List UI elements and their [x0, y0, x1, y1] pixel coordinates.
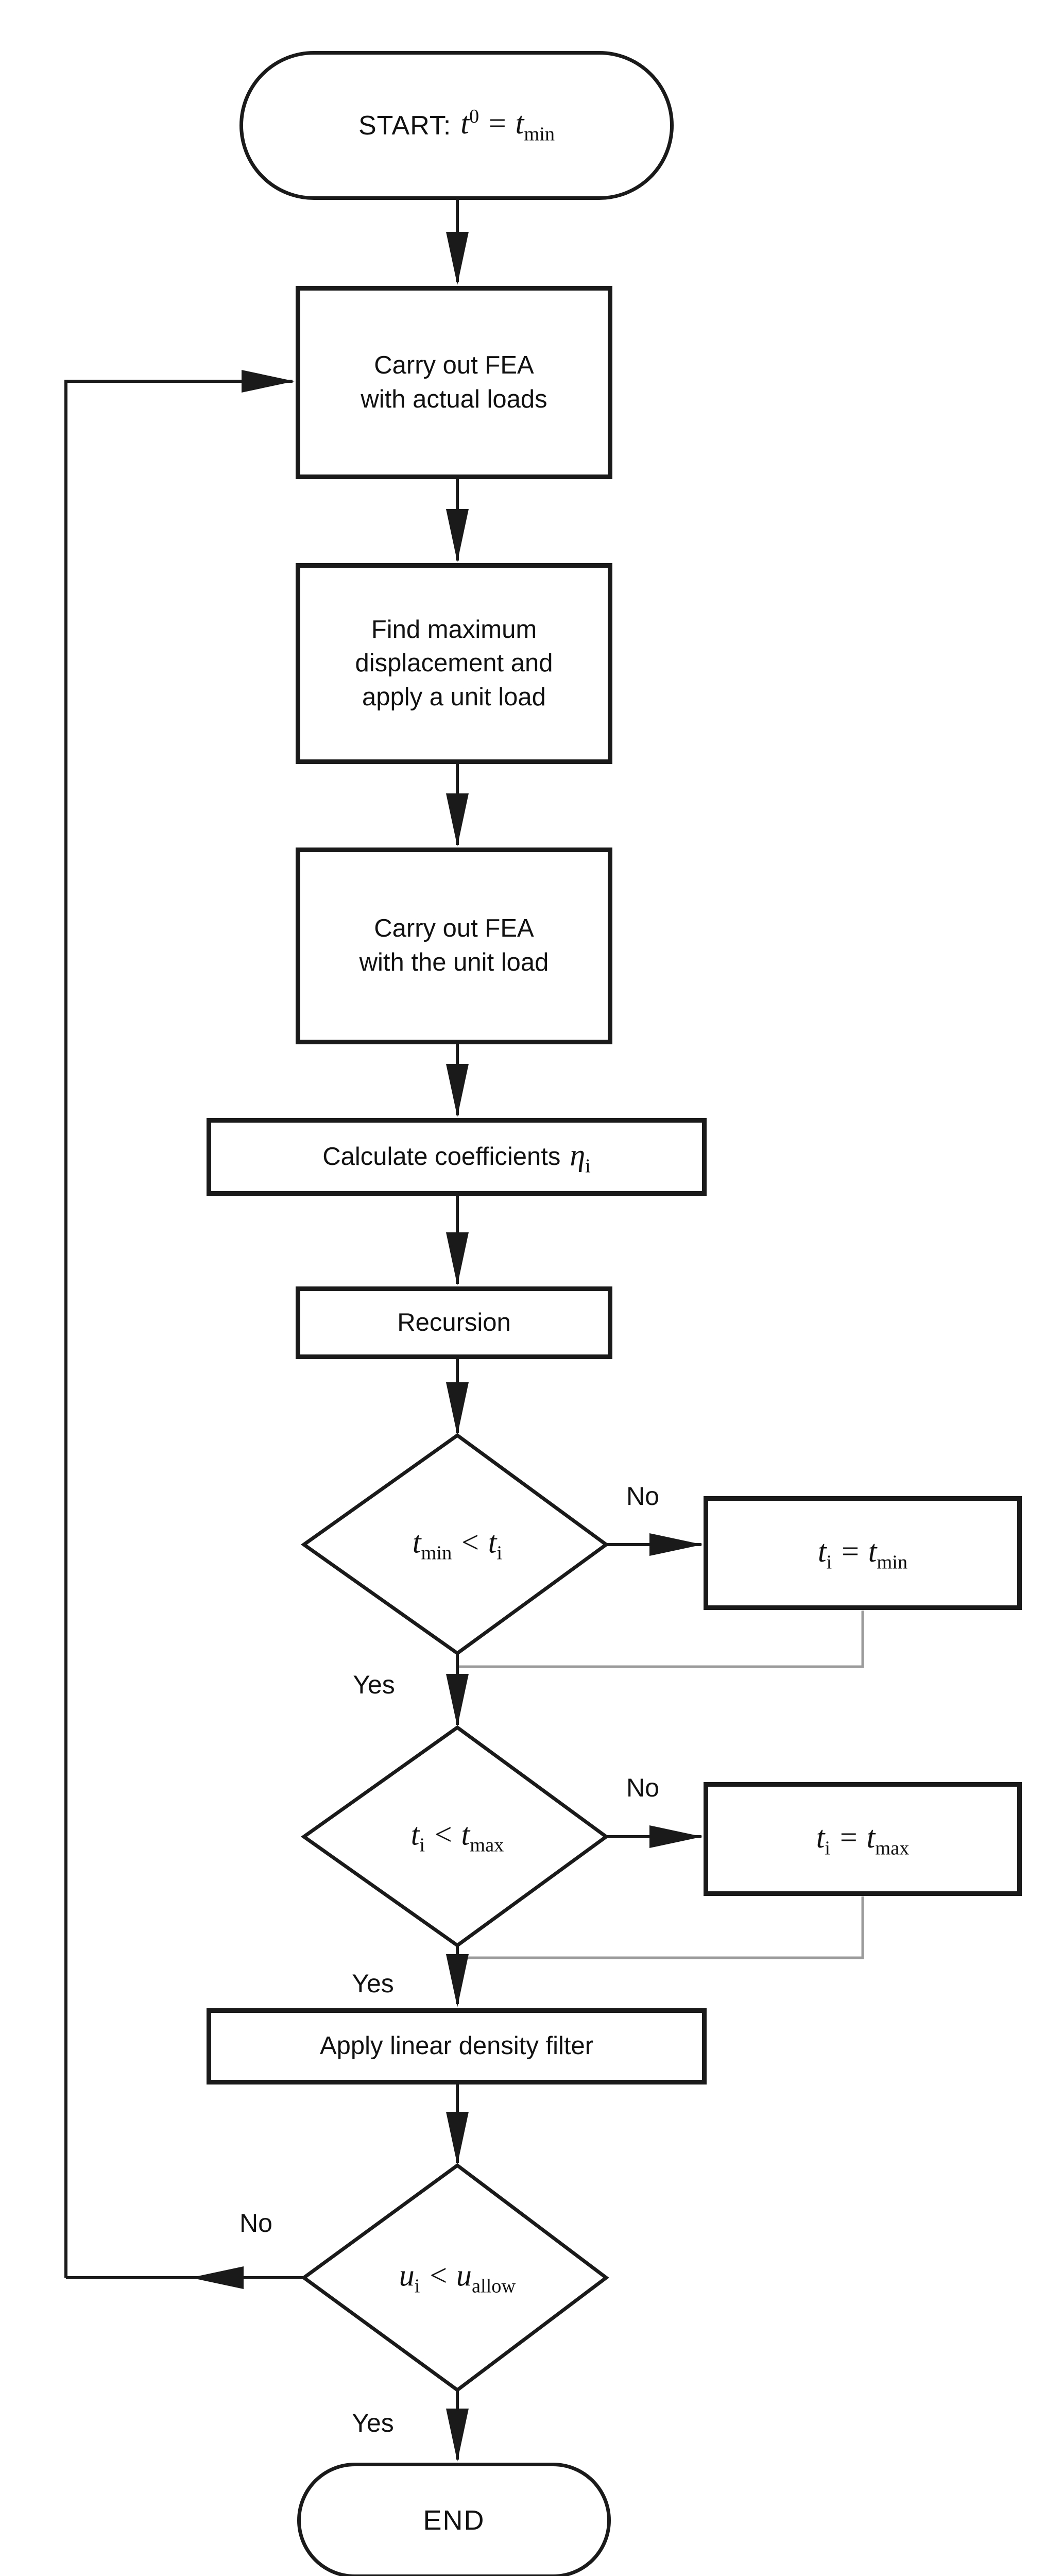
- label-checktmax-yes: Yes: [352, 1969, 394, 1998]
- calculate-coefficients-math: ηi: [570, 1138, 591, 1177]
- decision-tmax-label: ti < tmax: [410, 1817, 504, 1856]
- arrowhead-feaunit-coeff: [446, 1064, 469, 1117]
- decision-tmin-label: tmin < ti: [412, 1525, 503, 1564]
- arrowhead-fea-findmax: [446, 509, 469, 562]
- node-fea-unit-load-line2: with the unit load: [359, 948, 549, 976]
- node-find-max-displacement: Find maximum displacement and apply a un…: [296, 563, 612, 764]
- arrowhead-checktmin-checktmax: [446, 1674, 469, 1727]
- arrowhead-start-fea: [446, 232, 469, 285]
- node-find-max-line2: displacement and: [355, 649, 553, 677]
- return-line-settmin: [459, 1611, 864, 1668]
- arrowhead-checktmax-filter: [446, 1954, 469, 2007]
- feedback-loop-line: [64, 380, 293, 2278]
- end-label: END: [423, 2505, 485, 2536]
- node-fea-actual-loads-line1: Carry out FEA: [374, 351, 534, 379]
- arrowhead-coeff-recursion: [446, 1232, 469, 1285]
- density-filter-label: Apply linear density filter: [319, 2032, 594, 2060]
- node-set-tmax: ti = tmax: [704, 1782, 1022, 1896]
- arrowhead-filter-checkdisp: [446, 2112, 469, 2165]
- node-fea-unit-load: Carry out FEA with the unit load: [296, 848, 612, 1044]
- label-checktmin-no: No: [626, 1482, 659, 1511]
- node-calculate-coefficients: Calculate coefficients ηi: [207, 1118, 707, 1196]
- start-math: t0 = tmin: [460, 106, 555, 145]
- node-fea-unit-load-line1: Carry out FEA: [374, 914, 534, 943]
- node-find-max-line1: Find maximum: [371, 615, 537, 643]
- return-line-settmax: [459, 1896, 864, 1959]
- decision-tmax-shape: [300, 1725, 609, 1948]
- node-start: START: t0 = tmin: [239, 51, 674, 200]
- arrowhead-findmax-feaunit: [446, 793, 469, 846]
- label-checkdisp-yes: Yes: [352, 2409, 394, 2437]
- node-fea-actual-loads: Carry out FEA with actual loads: [296, 286, 612, 479]
- node-recursion: Recursion: [296, 1286, 612, 1359]
- node-set-tmin: ti = tmin: [704, 1496, 1022, 1610]
- node-fea-actual-loads-line2: with actual loads: [361, 385, 547, 413]
- node-density-filter: Apply linear density filter: [207, 2008, 707, 2084]
- arrowhead-checkdisp-feedback: [191, 2266, 244, 2289]
- label-checktmax-no: No: [626, 1773, 659, 1802]
- arrowhead-feedback-fea: [242, 370, 295, 393]
- set-tmax-math: ti = tmax: [816, 1820, 910, 1859]
- node-end: END: [297, 2463, 611, 2576]
- calculate-coefficients-label: Calculate coefficients: [322, 1142, 561, 1171]
- decision-displacement-shape: [301, 2163, 609, 2393]
- start-label: START:: [358, 110, 452, 141]
- arrowhead-checkdisp-end: [446, 2409, 469, 2462]
- recursion-label: Recursion: [397, 1308, 511, 1336]
- set-tmin-math: ti = tmin: [817, 1534, 908, 1573]
- arrowhead-checktmin-settmin: [649, 1533, 703, 1556]
- label-checktmin-yes: Yes: [353, 1670, 395, 1699]
- label-checkdisp-no: No: [239, 2209, 272, 2238]
- arrowhead-recursion-checktmin: [446, 1382, 469, 1435]
- arrowhead-checktmax-settmax: [649, 1825, 703, 1848]
- decision-tmin-shape: [300, 1433, 609, 1656]
- decision-displacement-label: ui < uallow: [399, 2258, 516, 2297]
- node-find-max-line3: apply a unit load: [362, 683, 546, 711]
